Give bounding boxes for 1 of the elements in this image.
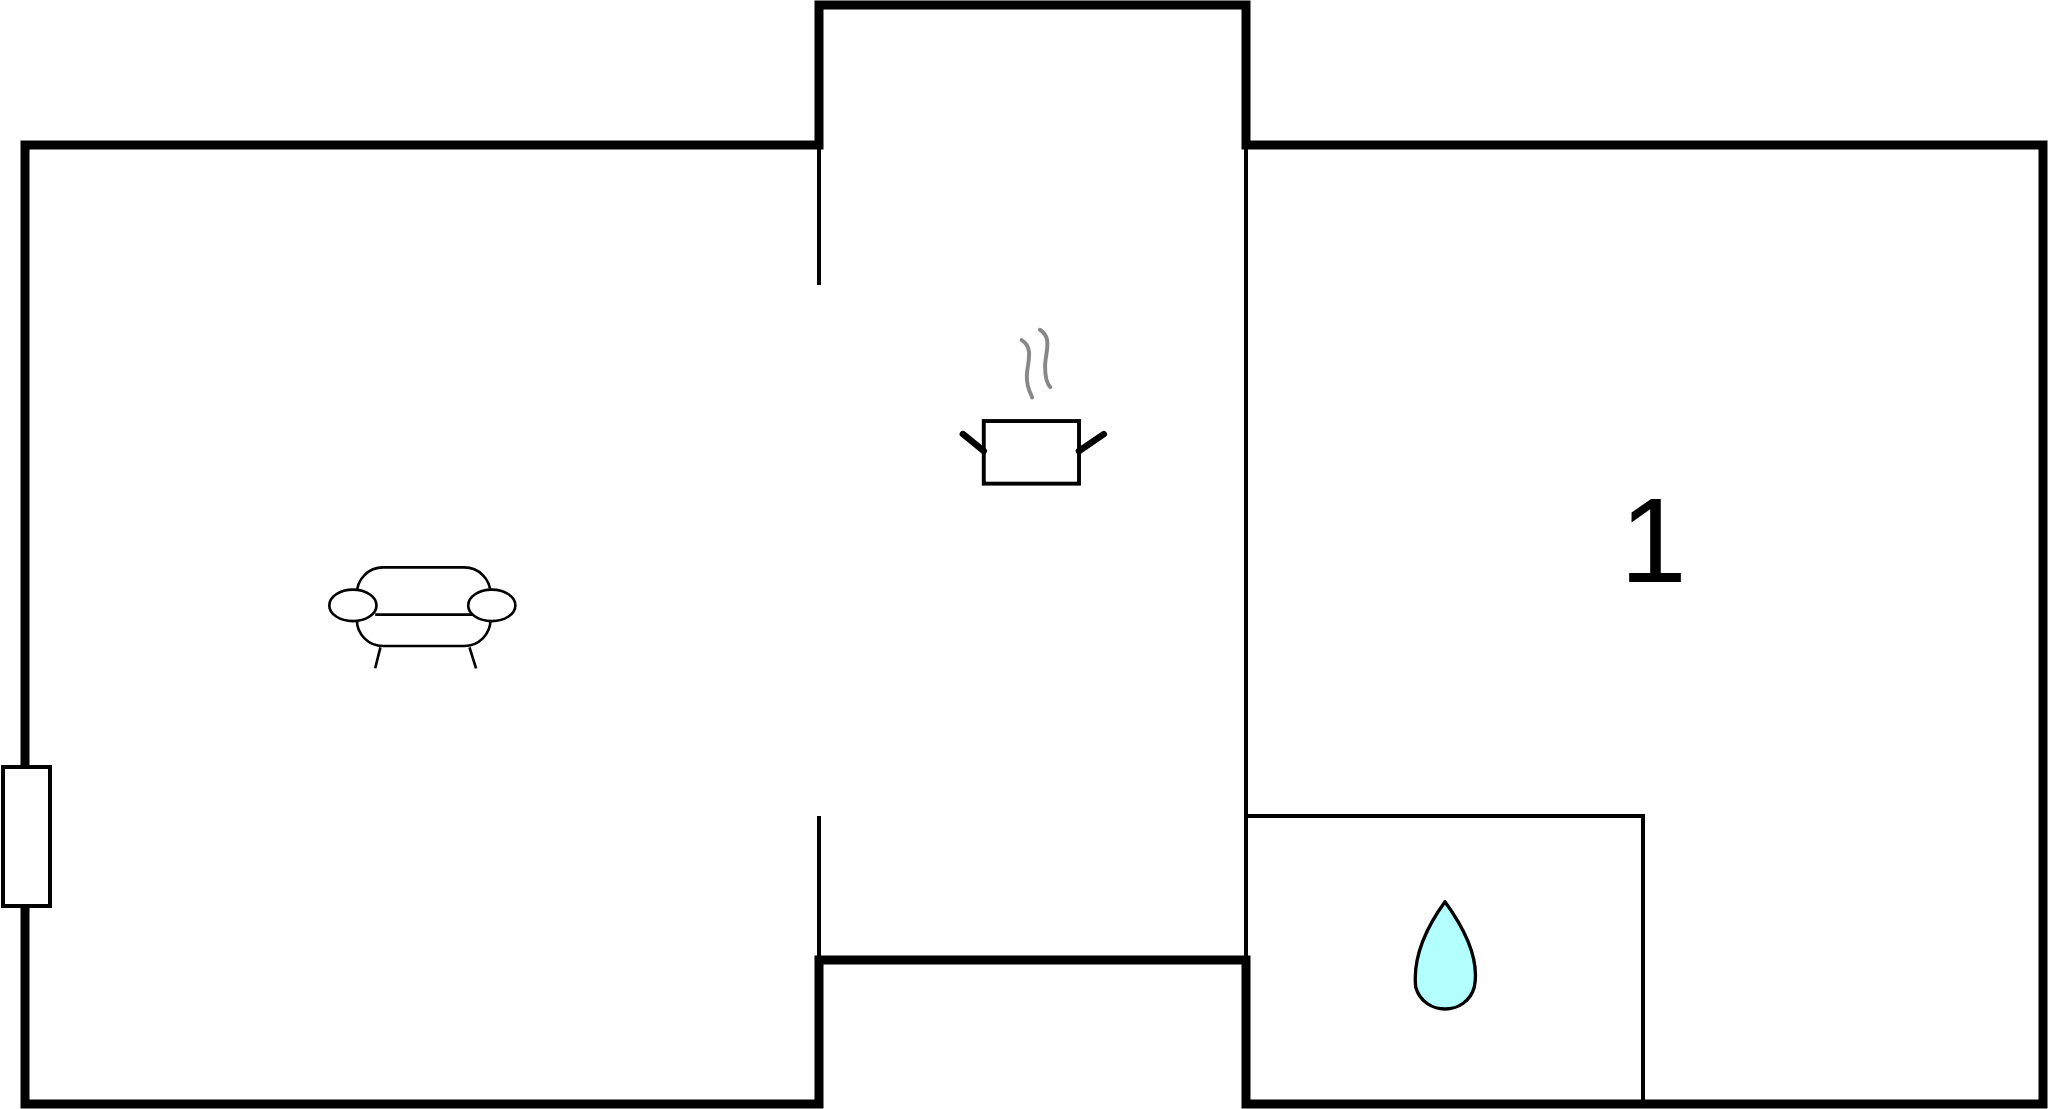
room-number: 1 xyxy=(1620,480,1687,600)
